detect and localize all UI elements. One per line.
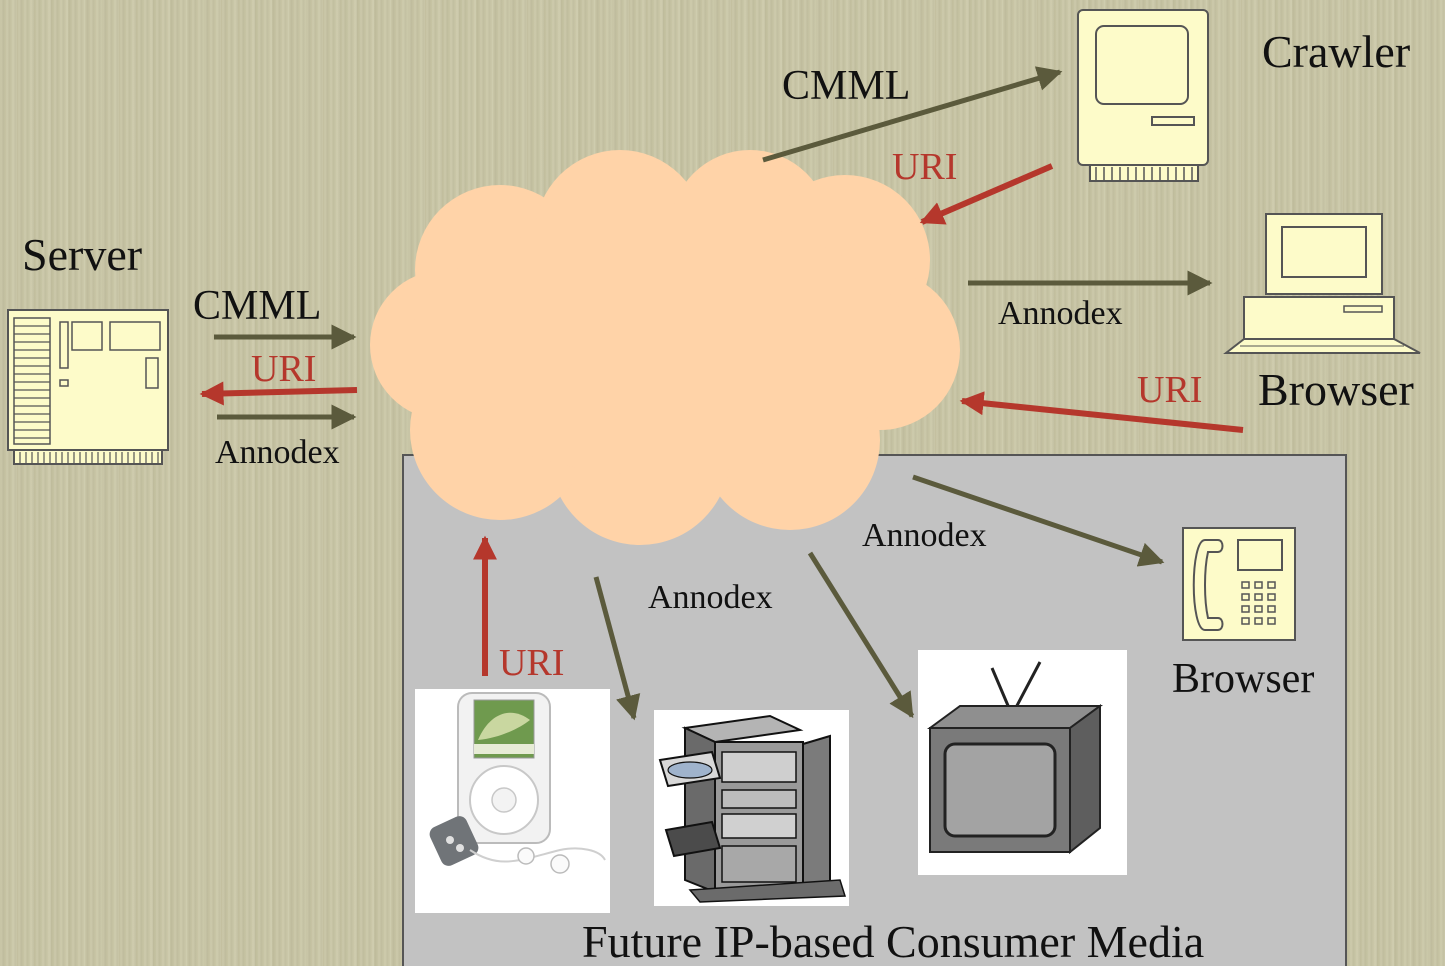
phone-browser-icon [1182,527,1296,641]
label-cmml-crawler: CMML [782,63,910,109]
crawler-computer-icon [1077,9,1209,182]
label-annodex-server: Annodex [215,434,340,471]
arrow-uri-to-server [199,381,358,406]
browser-desktop-label: Browser [1258,364,1414,415]
stereo-image [654,710,849,906]
arrow-uri-from-browser [959,391,1244,433]
label-annodex-stereo: Annodex [648,579,773,616]
label-uri-crawler: URI [892,146,957,188]
label-uri-browser: URI [1137,369,1202,411]
label-uri-server: URI [251,348,316,390]
arrow-cmml-to-crawler [762,66,1063,163]
arrow-annodex-to-stereo [593,576,641,721]
browser-phone-label: Browser [1172,656,1314,702]
label-annodex-phone: Annodex [862,517,987,554]
internet-cloud [370,150,960,545]
browser-computer-icon [1223,213,1421,354]
ipod-image [415,689,610,913]
arrow-annodex-to-tv [807,551,915,719]
server-icon [7,309,169,465]
label-annodex-browser: Annodex [998,295,1123,332]
arrows [199,66,1244,721]
arrow-annodex-to-phone [912,474,1165,567]
label-uri-ipod: URI [499,642,564,684]
label-cmml-server: CMML [193,283,321,329]
server-label: Server [22,229,142,280]
crawler-label: Crawler [1262,26,1410,77]
consumer-media-label: Future IP-based Consumer Media [582,916,1204,966]
arrow-uri-from-crawler [919,163,1054,225]
tv-image [918,650,1127,875]
